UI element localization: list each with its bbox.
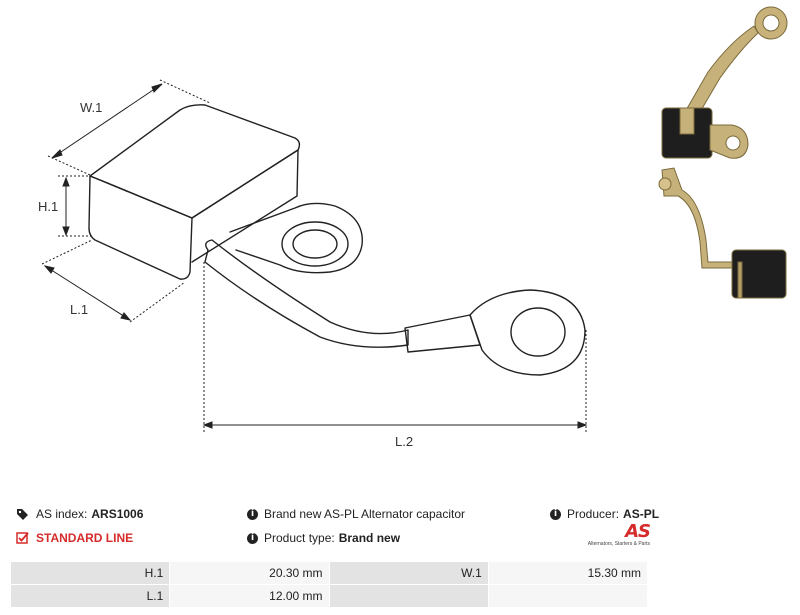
as-index-label: AS index: [36,507,88,521]
producer-label: Producer: [567,507,620,521]
dim-value: 20.30 mm [169,561,330,585]
capacitor-body-front [88,175,193,280]
dim-label: W.1 [328,561,489,585]
as-index-value: ARS1006 [91,507,144,521]
producer-value: AS-PL [623,507,660,521]
product-type: i Product type: Brand new [247,531,400,545]
table-row: H.1 20.30 mm W.1 15.30 mm [9,561,649,585]
dim-value: 12.00 mm [169,584,330,608]
wire-lead [204,239,409,348]
dim-label [328,584,489,608]
label-h1: H.1 [38,199,58,214]
description-text: Brand new AS-PL Alternator capacitor [264,507,465,521]
wire-sleeve [404,314,481,353]
producer-logo: AS Alternators, Starters & Parts [586,521,651,553]
tag-icon [16,508,30,520]
table-row: L.1 12.00 mm [9,584,649,608]
label-l2: L.2 [395,434,413,449]
mounting-tab [229,202,363,274]
product-type-label: Product type: [264,531,335,545]
ring-terminal [469,289,586,376]
mounting-tab-hole-inner [292,229,338,259]
capacitor-body-side [191,149,299,263]
dimensions-table: H.1 20.30 mm W.1 15.30 mm L.1 12.00 mm [9,561,649,608]
product-description: i Brand new AS-PL Alternator capacitor [247,507,465,521]
dim-label: L.1 [9,584,171,608]
dim-value [487,584,649,608]
standard-line: STANDARD LINE [16,531,133,545]
standard-line-label: STANDARD LINE [36,531,134,545]
mounting-tab-hole-outer [281,221,349,267]
info-icon: i [247,508,258,520]
capacitor-body-top [89,104,301,219]
checkbox-checked-icon [16,532,30,544]
technical-drawing: W.1 H.1 L.1 L.2 [38,79,588,449]
dim-label: H.1 [9,561,171,585]
producer: i Producer: AS-PL [550,507,659,521]
ring-terminal-hole [510,307,566,357]
label-l1: L.1 [70,302,88,317]
as-index: AS index: ARS1006 [16,507,143,521]
logo-tagline: Alternators, Starters & Parts [587,541,650,547]
product-photo [658,6,788,299]
info-icon: i [247,532,258,544]
dim-value: 15.30 mm [487,561,649,585]
product-type-value: Brand new [338,531,401,545]
info-icon: i [550,508,561,520]
logo-mark: AS [625,521,651,542]
label-w1: W.1 [80,100,102,115]
